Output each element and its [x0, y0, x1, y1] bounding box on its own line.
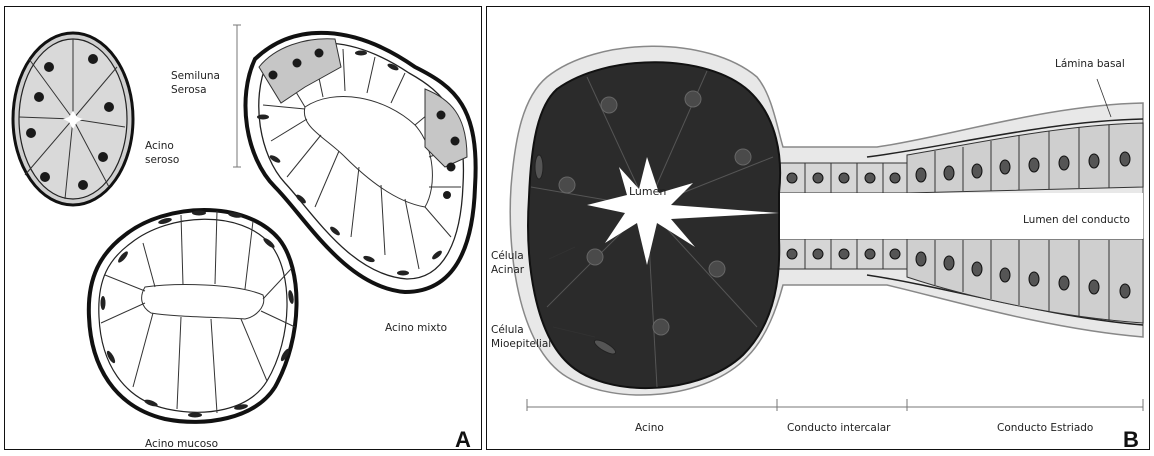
- acinus-body: [528, 62, 780, 388]
- semiluna-bracket: [233, 25, 241, 167]
- label-semiluna-2: Serosa: [171, 84, 207, 96]
- label-acino-seroso-1: Acino: [145, 140, 174, 152]
- label-lumen-conducto: Lumen del conducto: [1023, 214, 1130, 226]
- label-celula-mio-2: Mioepitelial: [491, 338, 551, 350]
- panel-b-figure: Lámina basal Lumen Lumen del conducto Cé…: [487, 7, 1151, 451]
- panel-b-letter: B: [1123, 427, 1139, 451]
- label-lumen: Lumen: [629, 185, 666, 198]
- panel-a: Semiluna Serosa Acino seroso Acino mixto…: [4, 6, 482, 450]
- label-acino-seroso-2: seroso: [145, 154, 179, 166]
- label-conducto-estriado: Conducto Estriado: [997, 422, 1093, 434]
- label-celula-mio-1: Célula: [491, 324, 524, 336]
- panel-b: Lámina basal Lumen Lumen del conducto Cé…: [486, 6, 1150, 450]
- label-acino-mixto: Acino mixto: [385, 322, 447, 334]
- panel-a-figure: Semiluna Serosa Acino seroso Acino mixto…: [5, 7, 483, 451]
- label-semiluna-1: Semiluna: [171, 70, 220, 82]
- label-acino-mucoso: Acino mucoso: [145, 438, 218, 450]
- panel-a-letter: A: [455, 427, 471, 451]
- region-brackets: [527, 399, 1143, 411]
- serous-acinus: [13, 33, 133, 205]
- label-celula-acinar-1: Célula: [491, 250, 524, 262]
- label-conducto-intercalar: Conducto intercalar: [787, 422, 891, 434]
- label-lamina-basal: Lámina basal: [1055, 58, 1125, 70]
- label-acino: Acino: [635, 422, 664, 434]
- mucous-acinus: [89, 210, 297, 422]
- label-celula-acinar-2: Acinar: [491, 264, 525, 276]
